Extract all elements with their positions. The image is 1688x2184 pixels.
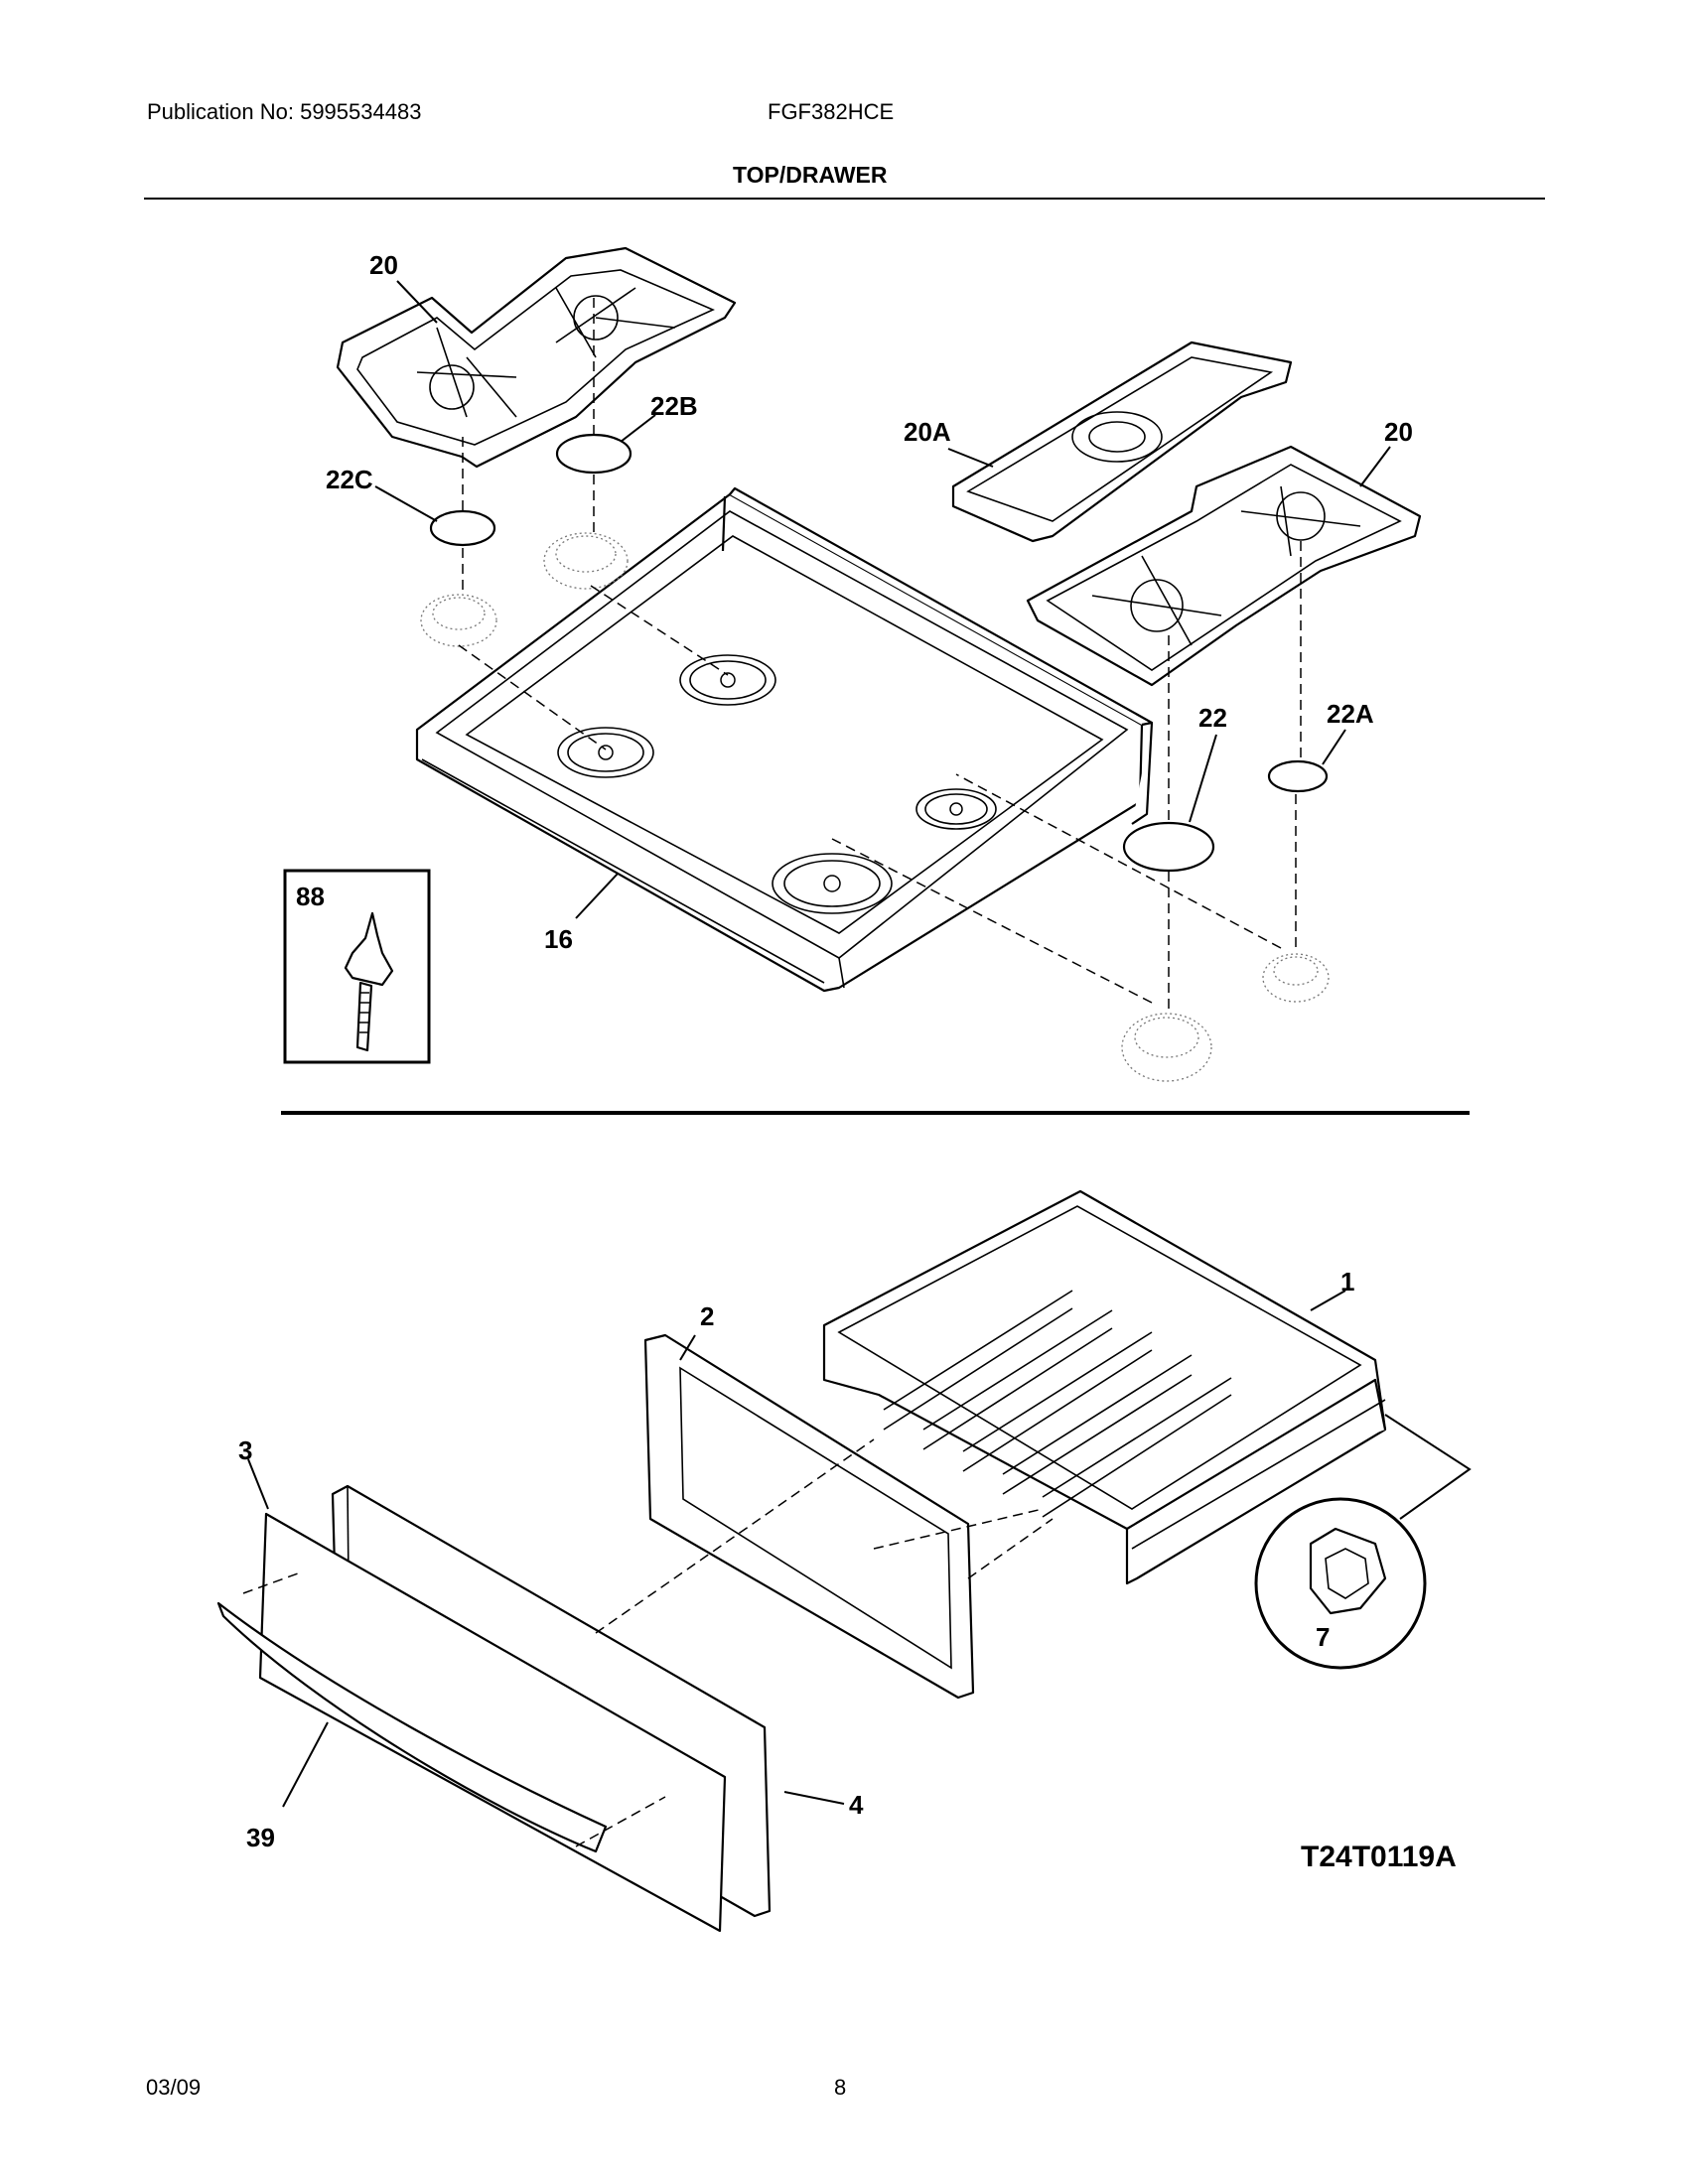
burner-cap-22C [429,509,496,547]
label-1: 1 [1340,1267,1354,1297]
publication-number: Publication No: 5995534483 [147,99,422,124]
label-16: 16 [544,924,573,954]
label-22B: 22B [650,391,698,421]
burner-opening-left [557,727,654,778]
drawer-body [822,1189,1387,1585]
drawer-frame-2 [643,1333,975,1700]
burner-cap-22 [1122,821,1215,873]
section-title: TOP/DRAWER [733,162,888,188]
label-20A: 20A [904,417,951,447]
burner-opening-rear-left [679,654,776,706]
label-20-right: 20 [1384,417,1413,447]
header-divider [144,198,1545,200]
burner-cap-22B [555,433,633,475]
section-divider [281,1111,1470,1115]
label-4: 4 [849,1790,864,1820]
grate-center-20A [951,341,1293,543]
drawer-handle-39 [216,1601,608,1853]
burner-head-22 [1121,1013,1212,1082]
burner-opening-front [772,853,893,914]
diagram-reference-code: T24T0119A [1301,1841,1457,1873]
drawer-panel-3 [258,1512,727,1933]
page-number: 8 [834,2075,847,2100]
burner-head-22C [420,594,497,647]
detail-circle-7 [1254,1414,1472,1670]
footer-date: 03/09 [146,2075,202,2100]
label-22: 22 [1198,703,1227,733]
cooktop-maintop [415,486,1154,993]
burner-cap-22A [1267,759,1329,793]
label-39: 39 [246,1823,275,1852]
label-22A: 22A [1327,699,1374,729]
grate-left [336,246,737,469]
burner-head-22A [1262,953,1330,1003]
burner-head-22B [543,532,629,590]
label-2: 2 [700,1301,714,1331]
label-3: 3 [238,1435,252,1465]
label-20-left: 20 [369,250,398,280]
label-88: 88 [296,882,325,911]
burner-opening-rear-right [915,788,997,830]
model-number: FGF382HCE [768,99,895,124]
label-7: 7 [1316,1622,1330,1652]
label-22C: 22C [326,465,373,494]
inset-box-88 [283,869,431,1064]
grate-right [1026,445,1422,687]
